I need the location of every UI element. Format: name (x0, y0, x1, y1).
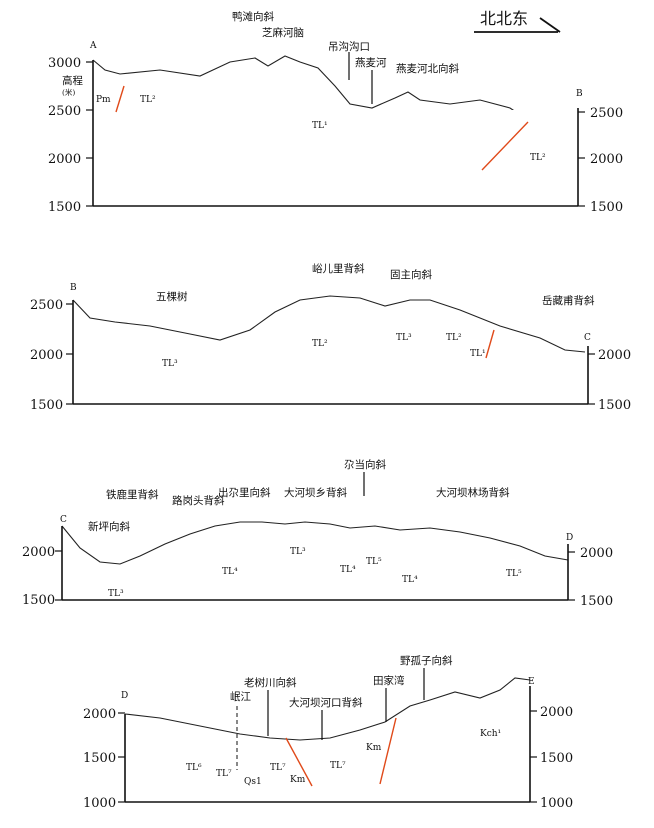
structure-label: 田家湾 (373, 674, 405, 687)
rock-unit-label: TL¹ (312, 121, 328, 131)
y-tick-label: 1000 (83, 796, 116, 811)
rock-unit-label: TL³ (108, 589, 124, 599)
rock-unit-label: TL² (312, 339, 328, 349)
section-end-label: C (584, 333, 591, 343)
panel-c-d: 2000 1500 2000 1500 C D 尕当向斜 铁鹿里背斜 路岗头背斜… (22, 458, 613, 609)
structure-label: 燕麦河 (355, 57, 387, 69)
rock-unit-label: Pm (96, 95, 111, 105)
rock-unit-label: Kch¹ (480, 729, 501, 739)
fault-line (481, 121, 529, 171)
y-tick-label: 2000 (598, 348, 631, 363)
rock-unit-label: Qs1 (244, 777, 262, 787)
structure-label: 出尕里向斜 (218, 486, 271, 499)
structure-label: 新坪向斜 (88, 520, 130, 533)
panel-a-b: 3000 2500 2000 1500 2500 2000 1500 高程 (米… (48, 10, 623, 215)
direction-arrow-icon (539, 17, 561, 33)
rock-unit-label: TL⁷ (330, 761, 346, 771)
structure-label: 吊沟沟口 (328, 40, 370, 53)
rock-unit-label: TL² (530, 153, 546, 163)
section-end-label: D (566, 533, 573, 543)
elevation-unit: (米) (62, 87, 75, 97)
structure-label: 尕当向斜 (344, 458, 386, 471)
rock-unit-label: TL³ (162, 359, 178, 369)
structure-label: 峪儿里背斜 (312, 262, 365, 275)
y-tick-label: 1500 (590, 200, 623, 215)
structure-label: 大河坝河口背斜 (289, 696, 363, 709)
y-tick-label: 2000 (580, 546, 613, 561)
section-start-label: B (70, 283, 77, 293)
rock-unit-label: TL⁴ (402, 575, 418, 585)
y-tick-label: 2000 (48, 152, 81, 167)
rock-unit-label: Km (366, 743, 382, 753)
y-tick-label: 2500 (48, 104, 81, 119)
direction-indicator: 北北东 (474, 9, 561, 33)
y-tick-label: 2000 (83, 707, 116, 722)
section-end-label: E (528, 677, 535, 687)
section-start-label: D (121, 691, 128, 701)
y-tick-label: 3000 (48, 56, 81, 71)
y-tick-label: 2000 (30, 348, 63, 363)
y-tick-label: 1500 (22, 593, 55, 608)
fault-line (379, 717, 397, 785)
y-tick-label: 1500 (83, 751, 116, 766)
structure-label: 固主向斜 (390, 268, 432, 281)
structure-label: 大河坝乡背斜 (284, 486, 347, 499)
y-tick-label: 1500 (48, 200, 81, 215)
fault-line (115, 85, 125, 113)
terrain-profile-c-d (61, 521, 569, 565)
y-tick-label: 1500 (580, 594, 613, 609)
rock-unit-label: TL³ (396, 333, 412, 343)
structure-label: 燕麦河北向斜 (396, 62, 459, 75)
structure-label: 岷江 (230, 691, 251, 703)
structure-label: 铁鹿里背斜 (106, 488, 159, 501)
rock-unit-label: TL⁴ (340, 565, 356, 575)
rock-unit-label: TL⁷ (216, 769, 232, 779)
rock-unit-label: TL³ (290, 547, 306, 557)
rock-unit-label: TL⁵ (506, 569, 522, 579)
structure-label: 路岗头背斜 (172, 494, 225, 507)
rock-unit-label: TL⁴ (222, 567, 238, 577)
rock-unit-label: TL⁷ (270, 763, 286, 773)
y-tick-label: 2000 (540, 705, 573, 720)
terrain-profile-d-e (124, 677, 531, 741)
rock-unit-label: TL⁵ (366, 557, 382, 567)
section-end-label: B (576, 89, 583, 99)
rock-unit-label: TL² (446, 333, 462, 343)
structure-label: 芝麻河脑 (262, 26, 304, 39)
structure-label: 大河坝林场背斜 (436, 486, 510, 499)
y-tick-label: 1500 (30, 398, 63, 413)
rock-unit-label: TL¹ (470, 349, 486, 359)
terrain-profile-b-c (72, 295, 586, 353)
structure-label: 野孤子向斜 (400, 654, 453, 667)
direction-label: 北北东 (480, 9, 528, 28)
structure-label: 鸭滩向斜 (232, 10, 274, 23)
y-tick-label: 2500 (590, 106, 623, 121)
section-start-label: A (89, 41, 97, 51)
structure-label: 岳藏甫背斜 (542, 294, 595, 307)
structure-label: 五棵树 (156, 290, 188, 303)
panel-d-e: 2000 1500 1000 2000 1500 1000 D E 野孤子向斜 … (83, 654, 573, 811)
section-start-label: C (60, 515, 67, 525)
y-tick-label: 1500 (540, 751, 573, 766)
panel-b-c: 2500 2000 1500 2000 1500 B C 峪儿里背斜 固主向斜 … (30, 262, 631, 413)
y-tick-label: 2500 (30, 298, 63, 313)
y-tick-label: 2000 (22, 545, 55, 560)
y-tick-label: 2000 (590, 152, 623, 167)
rock-unit-label: Km (290, 775, 306, 785)
elevation-title: 高程 (62, 74, 83, 87)
rock-unit-label: TL² (140, 95, 156, 105)
fault-line (485, 329, 495, 359)
rock-unit-label: TL⁶ (186, 763, 202, 773)
terrain-profile-a-b (92, 55, 579, 123)
y-tick-label: 1000 (540, 796, 573, 811)
y-tick-label: 1500 (598, 398, 631, 413)
fault-line (285, 737, 313, 787)
structure-label: 老树川向斜 (244, 676, 297, 689)
